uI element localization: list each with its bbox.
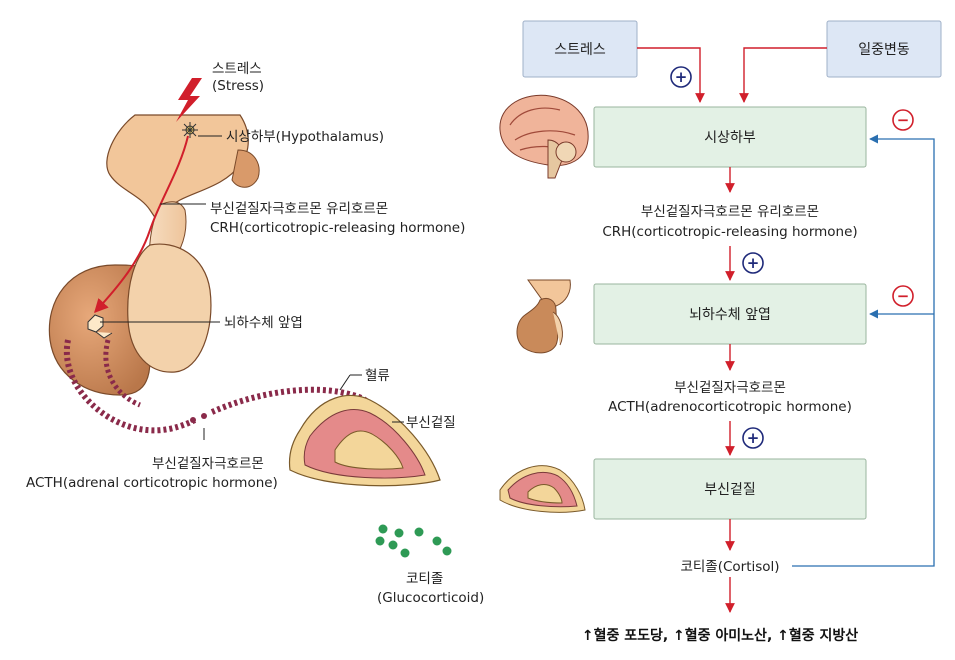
pituitary-label: 뇌하수체 앞엽 xyxy=(224,315,303,331)
minus-icon-pituitary: − xyxy=(892,285,914,307)
rhythm-box xyxy=(826,20,942,78)
plus-sign-1: + xyxy=(675,68,688,86)
neuron-icon xyxy=(182,122,198,138)
cortisol-text: 코티졸(Cortisol) xyxy=(680,559,779,575)
cortisol-label-en: (Glucocorticoid) xyxy=(377,590,484,606)
adrenal-cortex-label: 부신겉질 xyxy=(406,415,456,431)
plus-icon-stress: + xyxy=(670,66,692,88)
plus-icon-crh: + xyxy=(742,252,764,274)
stress-box-label: 스트레스 xyxy=(554,42,606,58)
cortisol-label-ko: 코티졸 xyxy=(406,571,443,587)
crh-label-ko: 부신겉질자극호르몬 유리호르몬 xyxy=(210,201,388,217)
acth-label-ko: 부신겉질자극호르몬 xyxy=(152,456,264,472)
posterior-pituitary-tissue xyxy=(127,243,212,373)
rhythm-box-label: 일중변동 xyxy=(858,42,910,58)
adrenal-small-icon xyxy=(499,465,586,513)
minus-icon-hypothalamus: − xyxy=(892,109,914,131)
hypothalamus-label: 시상하부(Hypothalamus) xyxy=(226,129,384,145)
crh-text-en: CRH(corticotropic-releasing hormone) xyxy=(602,224,857,240)
blood-vessel xyxy=(63,339,197,434)
stress-lightning-icon xyxy=(176,78,202,122)
right-flowchart: 스트레스 일중변동 시상하부 뇌하수체 앞엽 부신겉질 부신겉질자극호르몬 유리… xyxy=(499,20,942,644)
plus-icon-acth: + xyxy=(742,427,764,449)
acth-label-en: ACTH(adrenal corticotropic hormone) xyxy=(26,475,278,491)
stress-arrow xyxy=(637,47,705,103)
result-text: ↑혈중 포도당, ↑혈중 아미노산, ↑혈중 지방산 xyxy=(582,627,858,644)
plus-sign-2: + xyxy=(747,254,760,272)
stress-box xyxy=(522,20,638,78)
leader-lines xyxy=(100,135,404,440)
pituitary-small-icon xyxy=(516,279,571,354)
hypothalamus-lobe xyxy=(231,149,260,188)
crh-pathway-arrow xyxy=(94,135,189,314)
left-illustration: 스트레스 (Stress) 시상하부(Hypothalamus) 부신겉질자극호… xyxy=(26,61,484,606)
minus-sign-2: − xyxy=(897,287,910,305)
rhythm-arrow xyxy=(739,47,827,103)
hypothalamus-box-label: 시상하부 xyxy=(704,130,756,146)
pituitary-cell-icon xyxy=(87,314,113,339)
pituitary-box-label: 뇌하수체 앞엽 xyxy=(689,307,771,323)
stress-label-en: (Stress) xyxy=(212,78,264,94)
acth-text-ko: 부신겉질자극호르몬 xyxy=(674,380,786,396)
adrenal-gland-illustration xyxy=(288,394,441,487)
cortisol-molecules xyxy=(375,524,452,558)
feedback-hypothalamus-line xyxy=(792,134,935,567)
acth-text-en: ACTH(adrenocorticotropic hormone) xyxy=(608,399,852,415)
brain-icon xyxy=(499,94,589,179)
blood-vessel-2 xyxy=(103,339,142,408)
plus-sign-3: + xyxy=(747,429,760,447)
stress-label-ko: 스트레스 xyxy=(212,61,262,77)
crh-label-en: CRH(corticotropic-releasing hormone) xyxy=(210,220,465,236)
blood-vessel-3 xyxy=(210,386,375,415)
bloodflow-label: 혈류 xyxy=(365,368,390,384)
crh-text-ko: 부신겉질자극호르몬 유리호르몬 xyxy=(641,204,819,220)
adrenal-box-label: 부신겉질 xyxy=(704,482,756,498)
minus-sign-1: − xyxy=(897,111,910,129)
